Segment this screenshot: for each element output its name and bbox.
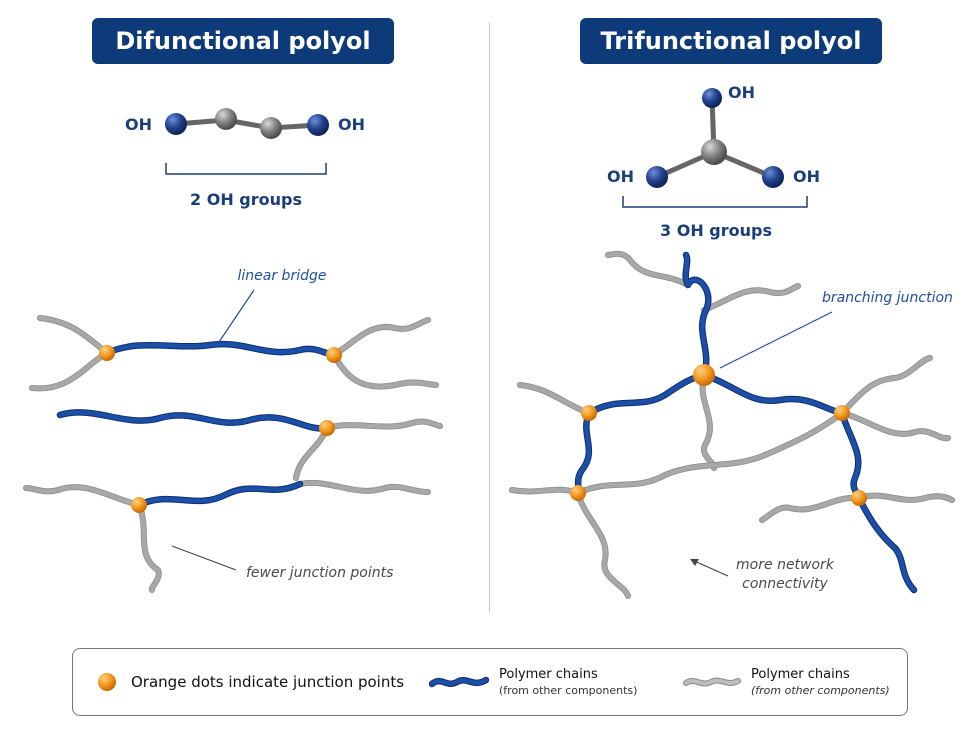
blue-chain bbox=[104, 341, 337, 358]
trifunctional-molecule: OH OH OH 3 OH groups bbox=[607, 83, 820, 240]
junction-point bbox=[834, 405, 850, 421]
gray-chain bbox=[759, 495, 862, 523]
carbon-atom bbox=[215, 108, 237, 130]
gray-chain bbox=[297, 480, 431, 495]
linear-bridge-note: linear bridge bbox=[238, 268, 327, 284]
gray-chain bbox=[839, 410, 951, 441]
gray-chain bbox=[324, 419, 443, 431]
carbon-atom bbox=[260, 117, 282, 139]
blue-chain bbox=[683, 252, 711, 378]
junction-point bbox=[851, 490, 867, 506]
arrow-head-icon bbox=[690, 559, 699, 566]
gray-chain bbox=[509, 487, 581, 496]
oh-count-right: 3 OH groups bbox=[660, 221, 772, 240]
linear-bridge-leader bbox=[218, 289, 255, 343]
gray-chain bbox=[856, 493, 955, 503]
fewer-junctions-note: fewer junction points bbox=[246, 565, 393, 581]
gray-chain bbox=[701, 283, 801, 313]
network-note-leader bbox=[691, 559, 729, 577]
fewer-junctions-leader bbox=[171, 545, 237, 571]
trifunctional-title: Trifunctional polyol bbox=[580, 18, 882, 64]
panel-divider bbox=[489, 22, 490, 612]
branching-junction-note: branching junction bbox=[822, 290, 953, 306]
polyol-diagram: OH OH 2 OH groups OH OH OH 3 OH groups bbox=[23, 83, 955, 599]
oh-label-left: OH bbox=[607, 167, 634, 186]
oh-atom bbox=[762, 166, 784, 188]
gray-chain bbox=[23, 484, 142, 508]
difunctional-molecule: OH OH 2 OH groups bbox=[125, 108, 365, 209]
legend-blue-sub: (from other components) bbox=[499, 684, 638, 697]
difunctional-network: linear bridge fewer junction points bbox=[23, 268, 443, 593]
blue-chain bbox=[135, 480, 304, 509]
trifunctional-network: branching junction more network connecti… bbox=[509, 250, 955, 599]
junction-point bbox=[570, 485, 586, 501]
oh-label-right: OH bbox=[793, 167, 820, 186]
blue-chain bbox=[136, 481, 303, 508]
gray-chain bbox=[575, 490, 631, 599]
gray-chain bbox=[331, 352, 439, 389]
oh-count-left: 2 OH groups bbox=[190, 190, 302, 209]
legend-gray-sub: (from other components) bbox=[751, 684, 890, 697]
oh-atom bbox=[307, 114, 329, 136]
gray-chain bbox=[700, 373, 717, 471]
oh-label-top: OH bbox=[728, 83, 755, 102]
count-bracket bbox=[165, 163, 327, 175]
oh-atom bbox=[702, 88, 722, 108]
junction-point bbox=[131, 497, 147, 513]
gray-chain bbox=[839, 355, 933, 416]
legend-blue-chain: Polymer chains (from other components) bbox=[429, 649, 637, 715]
gray-chain bbox=[575, 410, 845, 496]
legend-blue-text: Polymer chains (from other components) bbox=[499, 666, 637, 698]
junction-point bbox=[99, 345, 115, 361]
blue-chain bbox=[586, 372, 707, 416]
junction-point bbox=[581, 405, 597, 421]
gray-chain bbox=[136, 502, 162, 593]
oh-label-left: OH bbox=[125, 115, 152, 134]
junction-point-main bbox=[693, 364, 715, 386]
gray-chain bbox=[331, 317, 431, 358]
junction-point bbox=[326, 347, 342, 363]
blue-chain bbox=[856, 495, 917, 593]
legend-junction: Orange dots indicate junction points bbox=[95, 649, 404, 715]
junction-point bbox=[319, 420, 335, 436]
oh-atom bbox=[646, 166, 668, 188]
blue-chain-icon bbox=[429, 676, 489, 688]
carbon-atom bbox=[701, 139, 727, 165]
blue-chain bbox=[701, 372, 845, 416]
oh-atom bbox=[165, 113, 187, 135]
legend: Orange dots indicate junction points Pol… bbox=[72, 648, 908, 716]
orange-dot-icon bbox=[98, 673, 116, 691]
legend-junction-text: Orange dots indicate junction points bbox=[131, 673, 405, 691]
count-bracket bbox=[622, 196, 808, 208]
network-note-line2: connectivity bbox=[742, 576, 828, 592]
legend-blue-title: Polymer chains bbox=[499, 667, 598, 682]
network-note-line1: more network bbox=[736, 557, 835, 573]
gray-chain bbox=[605, 251, 691, 288]
gray-chain bbox=[37, 315, 110, 356]
legend-gray-title: Polymer chains bbox=[751, 667, 850, 682]
difunctional-title: Difunctional polyol bbox=[92, 18, 394, 64]
oh-label-right: OH bbox=[338, 115, 365, 134]
branching-junction-leader bbox=[719, 311, 833, 369]
legend-gray-chain: Polymer chains (from other components) bbox=[683, 649, 890, 715]
gray-chain-icon bbox=[683, 677, 741, 687]
legend-gray-text: Polymer chains (from other components) bbox=[751, 666, 890, 698]
blue-chain bbox=[57, 410, 330, 431]
